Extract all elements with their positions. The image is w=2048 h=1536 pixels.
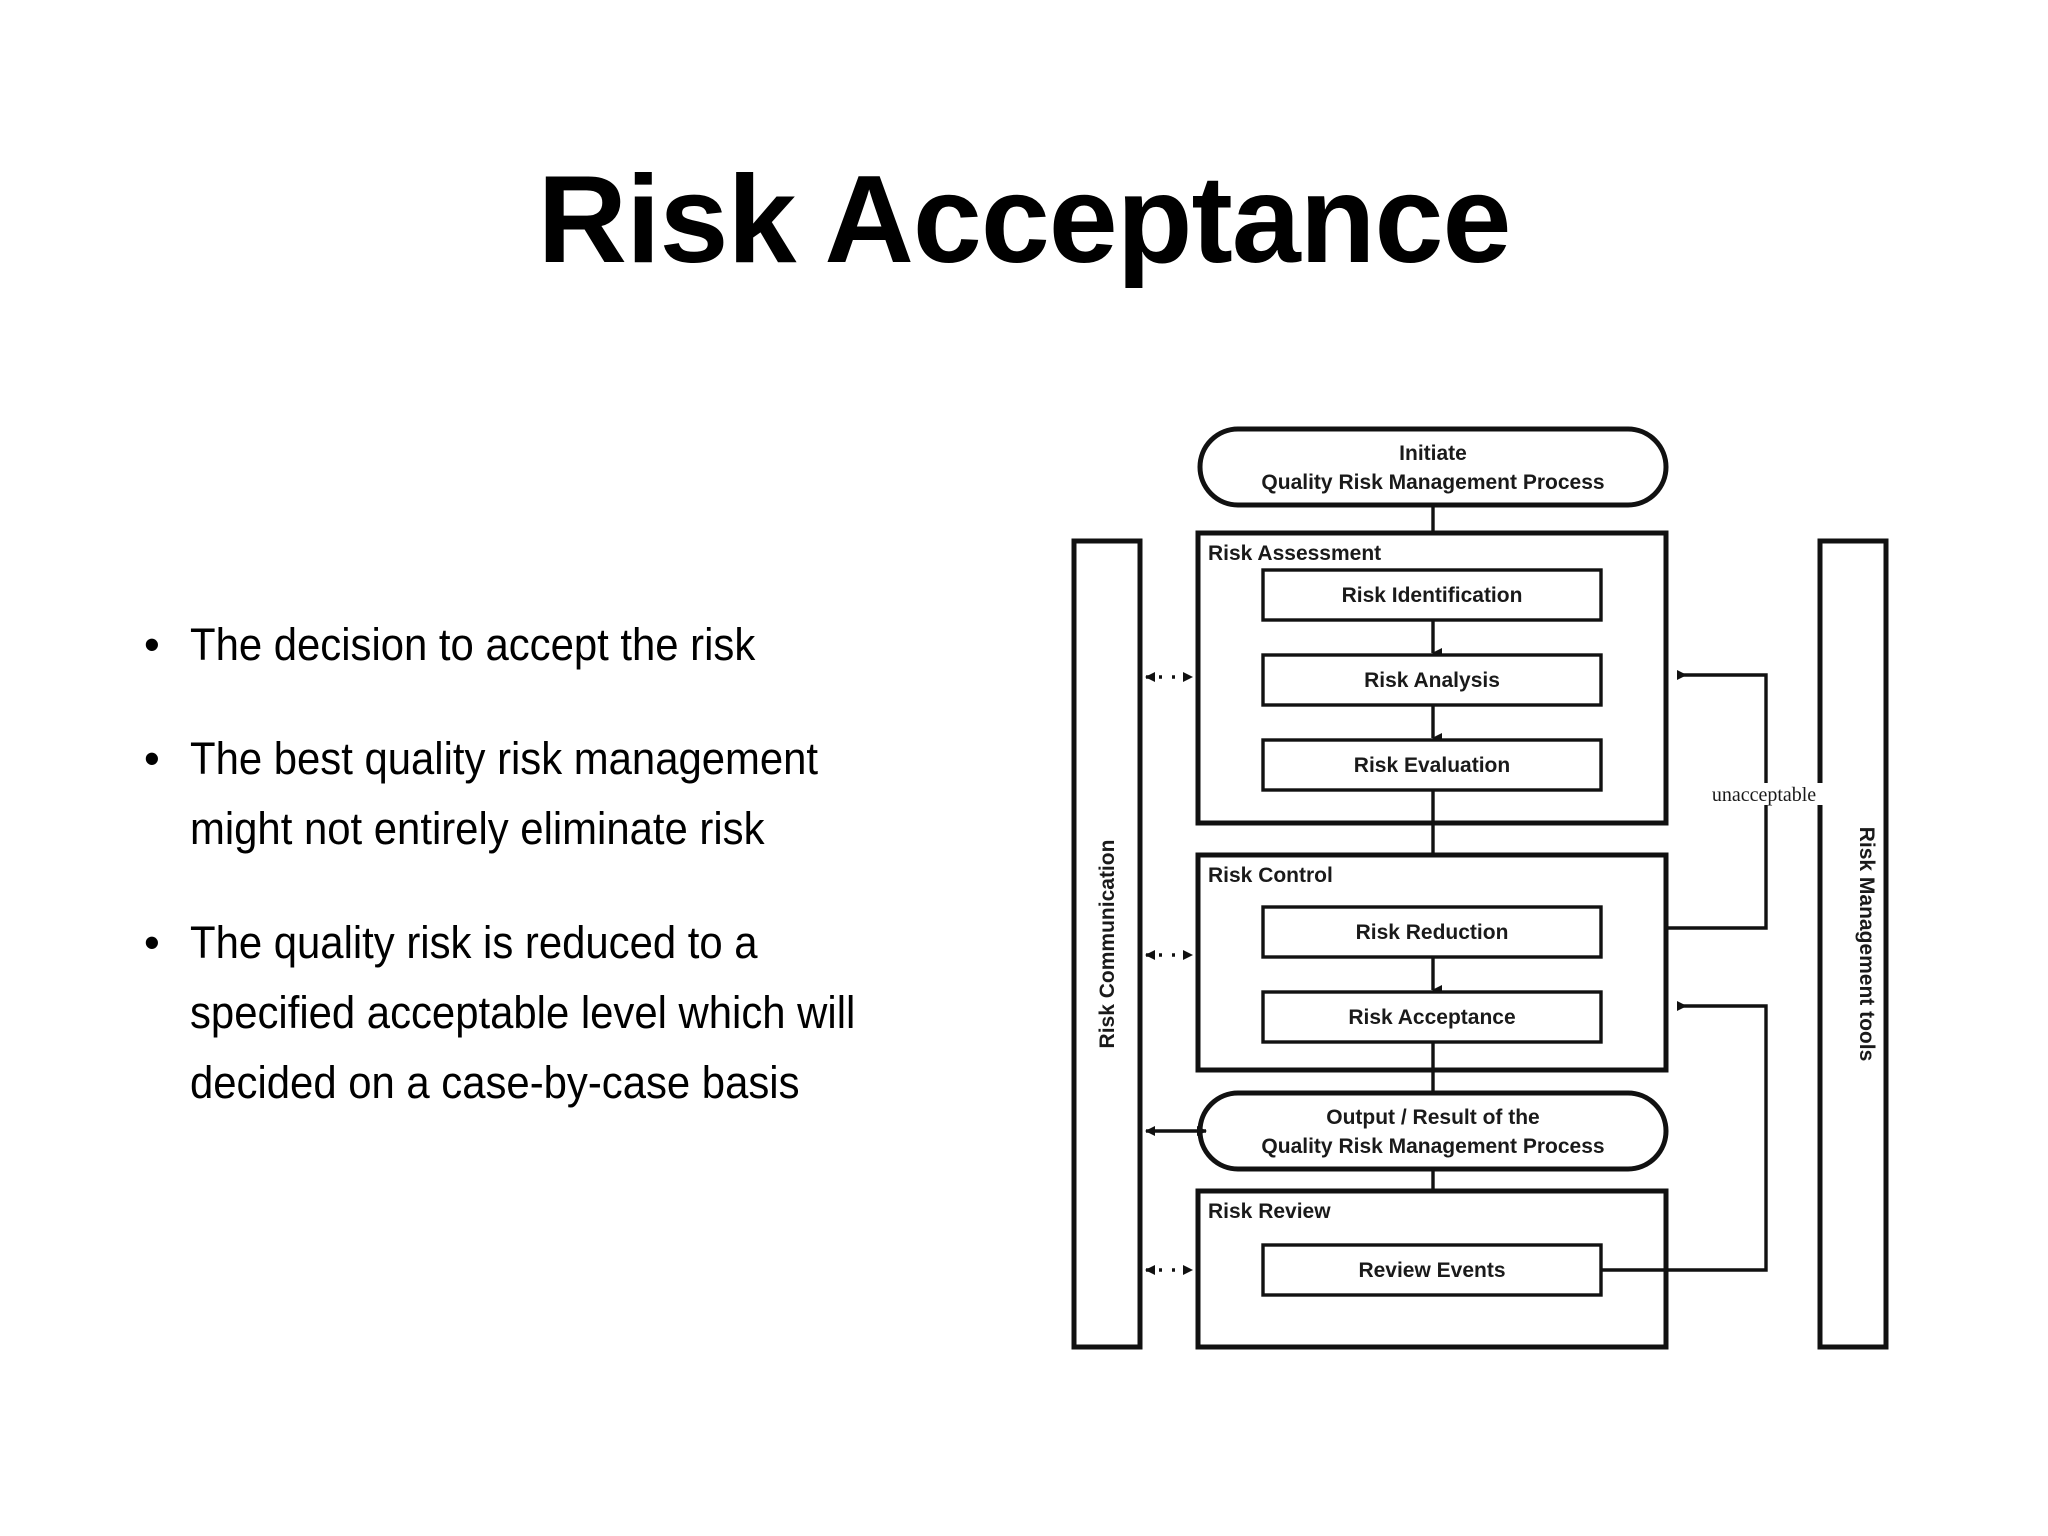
risk-reduction-box	[1261, 905, 1603, 959]
risk-control-group: Risk Control Risk Reduction Risk Accepta…	[1195, 852, 1669, 1073]
risk-evaluation-box	[1261, 738, 1603, 792]
risk-control-label: Risk Control	[1208, 864, 1333, 887]
initiate-line2: Quality Risk Management Process	[1261, 471, 1604, 494]
bullet-dot-icon: •	[144, 917, 160, 968]
output-line1: Output / Result of the	[1326, 1106, 1539, 1129]
risk-communication-label: Risk Communication	[1096, 840, 1119, 1049]
risk-identification-label: Risk Identification	[1342, 584, 1523, 607]
output-line2: Quality Risk Management Process	[1261, 1135, 1604, 1158]
risk-management-tools-label: Risk Management tools	[1855, 827, 1878, 1062]
risk-reduction-label: Risk Reduction	[1356, 921, 1509, 944]
risk-review-label: Risk Review	[1208, 1200, 1331, 1223]
risk-acceptance-label: Risk Acceptance	[1348, 1006, 1515, 1029]
risk-analysis-box	[1261, 653, 1603, 707]
initiate-node: Initiate Quality Risk Management Process	[1197, 426, 1669, 508]
risk-management-tools-bar: Risk Management tools	[1817, 538, 1889, 1350]
output-result-node: Output / Result of the Quality Risk Mana…	[1197, 1090, 1669, 1172]
risk-review-group: Risk Review Review Events	[1195, 1188, 1669, 1350]
unacceptable-label: unacceptable	[1712, 784, 1816, 806]
page-title: Risk Acceptance	[537, 151, 1512, 289]
list-item: • The best quality risk management might…	[138, 724, 938, 864]
list-item: • The decision to accept the risk	[138, 610, 938, 680]
initiate-line1: Initiate	[1399, 442, 1467, 465]
bullet-text: The decision to accept the risk	[190, 619, 756, 670]
risk-communication-bar: Risk Communication	[1071, 538, 1143, 1350]
bullet-dot-icon: •	[144, 733, 160, 784]
risk-evaluation-label: Risk Evaluation	[1354, 754, 1510, 777]
bullet-text: The best quality risk management might n…	[190, 733, 819, 854]
risk-assessment-label: Risk Assessment	[1208, 542, 1381, 565]
bullet-text: The quality risk is reduced to a specifi…	[190, 917, 856, 1108]
risk-analysis-label: Risk Analysis	[1364, 669, 1500, 692]
review-events-label: Review Events	[1358, 1259, 1505, 1282]
risk-assessment-group: Risk Assessment Risk Identification Risk…	[1195, 530, 1669, 826]
bullet-dot-icon: •	[144, 619, 160, 670]
risk-acceptance-box	[1261, 990, 1603, 1044]
list-item: • The quality risk is reduced to a speci…	[138, 908, 938, 1118]
feedback-unacceptable-to-analysis: unacceptable	[1666, 670, 1828, 930]
feedback-review-to-acceptance	[1601, 1001, 1768, 1272]
quality-risk-management-diagram: Risk Communication Risk Management tools…	[1060, 415, 1980, 1375]
bullet-list: • The decision to accept the risk • The …	[138, 610, 938, 1162]
